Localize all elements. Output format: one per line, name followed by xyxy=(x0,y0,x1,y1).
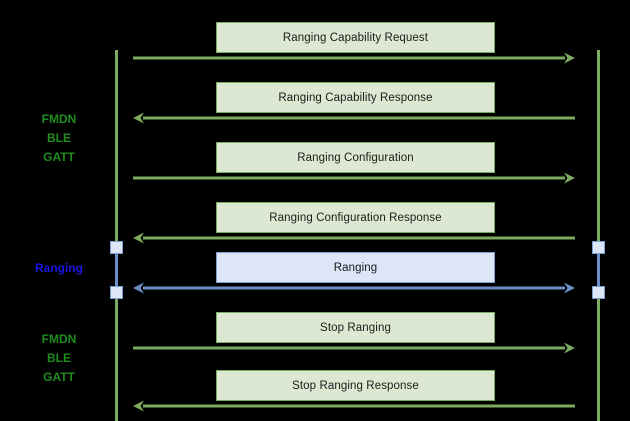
arrow-ranging-capability-response xyxy=(133,111,575,125)
arrow-ranging-configuration-response xyxy=(133,231,575,245)
message-label: Ranging Configuration Response xyxy=(269,211,442,224)
message-label: Stop Ranging Response xyxy=(292,379,419,392)
lifeline-left xyxy=(115,50,118,421)
arrow-stop-ranging-response xyxy=(133,399,575,413)
activation-right-node-start xyxy=(592,241,605,254)
activation-left-node-end xyxy=(110,286,123,299)
message-box-ranging[interactable]: Ranging xyxy=(216,252,495,283)
arrow-ranging-capability-request xyxy=(133,51,575,65)
lifeline-right xyxy=(597,50,600,421)
activation-right-node-end xyxy=(592,286,605,299)
message-box-ranging-configuration[interactable]: Ranging Configuration xyxy=(216,142,495,173)
message-box-stop-ranging-response[interactable]: Stop Ranging Response xyxy=(216,370,495,401)
arrow-stop-ranging xyxy=(133,341,575,355)
arrow-ranging-configuration xyxy=(133,171,575,185)
message-label: Stop Ranging xyxy=(320,321,391,334)
phase-fmdn-ble-gatt-bottom: FMDN BLE GATT xyxy=(41,332,77,384)
message-box-ranging-capability-request[interactable]: Ranging Capability Request xyxy=(216,22,495,53)
activation-right-line xyxy=(597,241,600,299)
message-label: Ranging xyxy=(333,261,378,274)
message-label: Ranging Capability Request xyxy=(282,31,429,44)
message-box-stop-ranging[interactable]: Stop Ranging xyxy=(216,312,495,343)
phase-fmdn-ble-gatt-top: FMDN BLE GATT xyxy=(41,112,77,164)
activation-left-node-start xyxy=(110,241,123,254)
message-label: Ranging Configuration xyxy=(297,151,414,164)
phase-ranging: Ranging xyxy=(35,261,83,275)
message-box-ranging-capability-response[interactable]: Ranging Capability Response xyxy=(216,82,495,113)
arrow-ranging xyxy=(133,281,575,295)
message-box-ranging-configuration-response[interactable]: Ranging Configuration Response xyxy=(216,202,495,233)
activation-left-line xyxy=(115,241,118,299)
message-label: Ranging Capability Response xyxy=(278,91,433,104)
